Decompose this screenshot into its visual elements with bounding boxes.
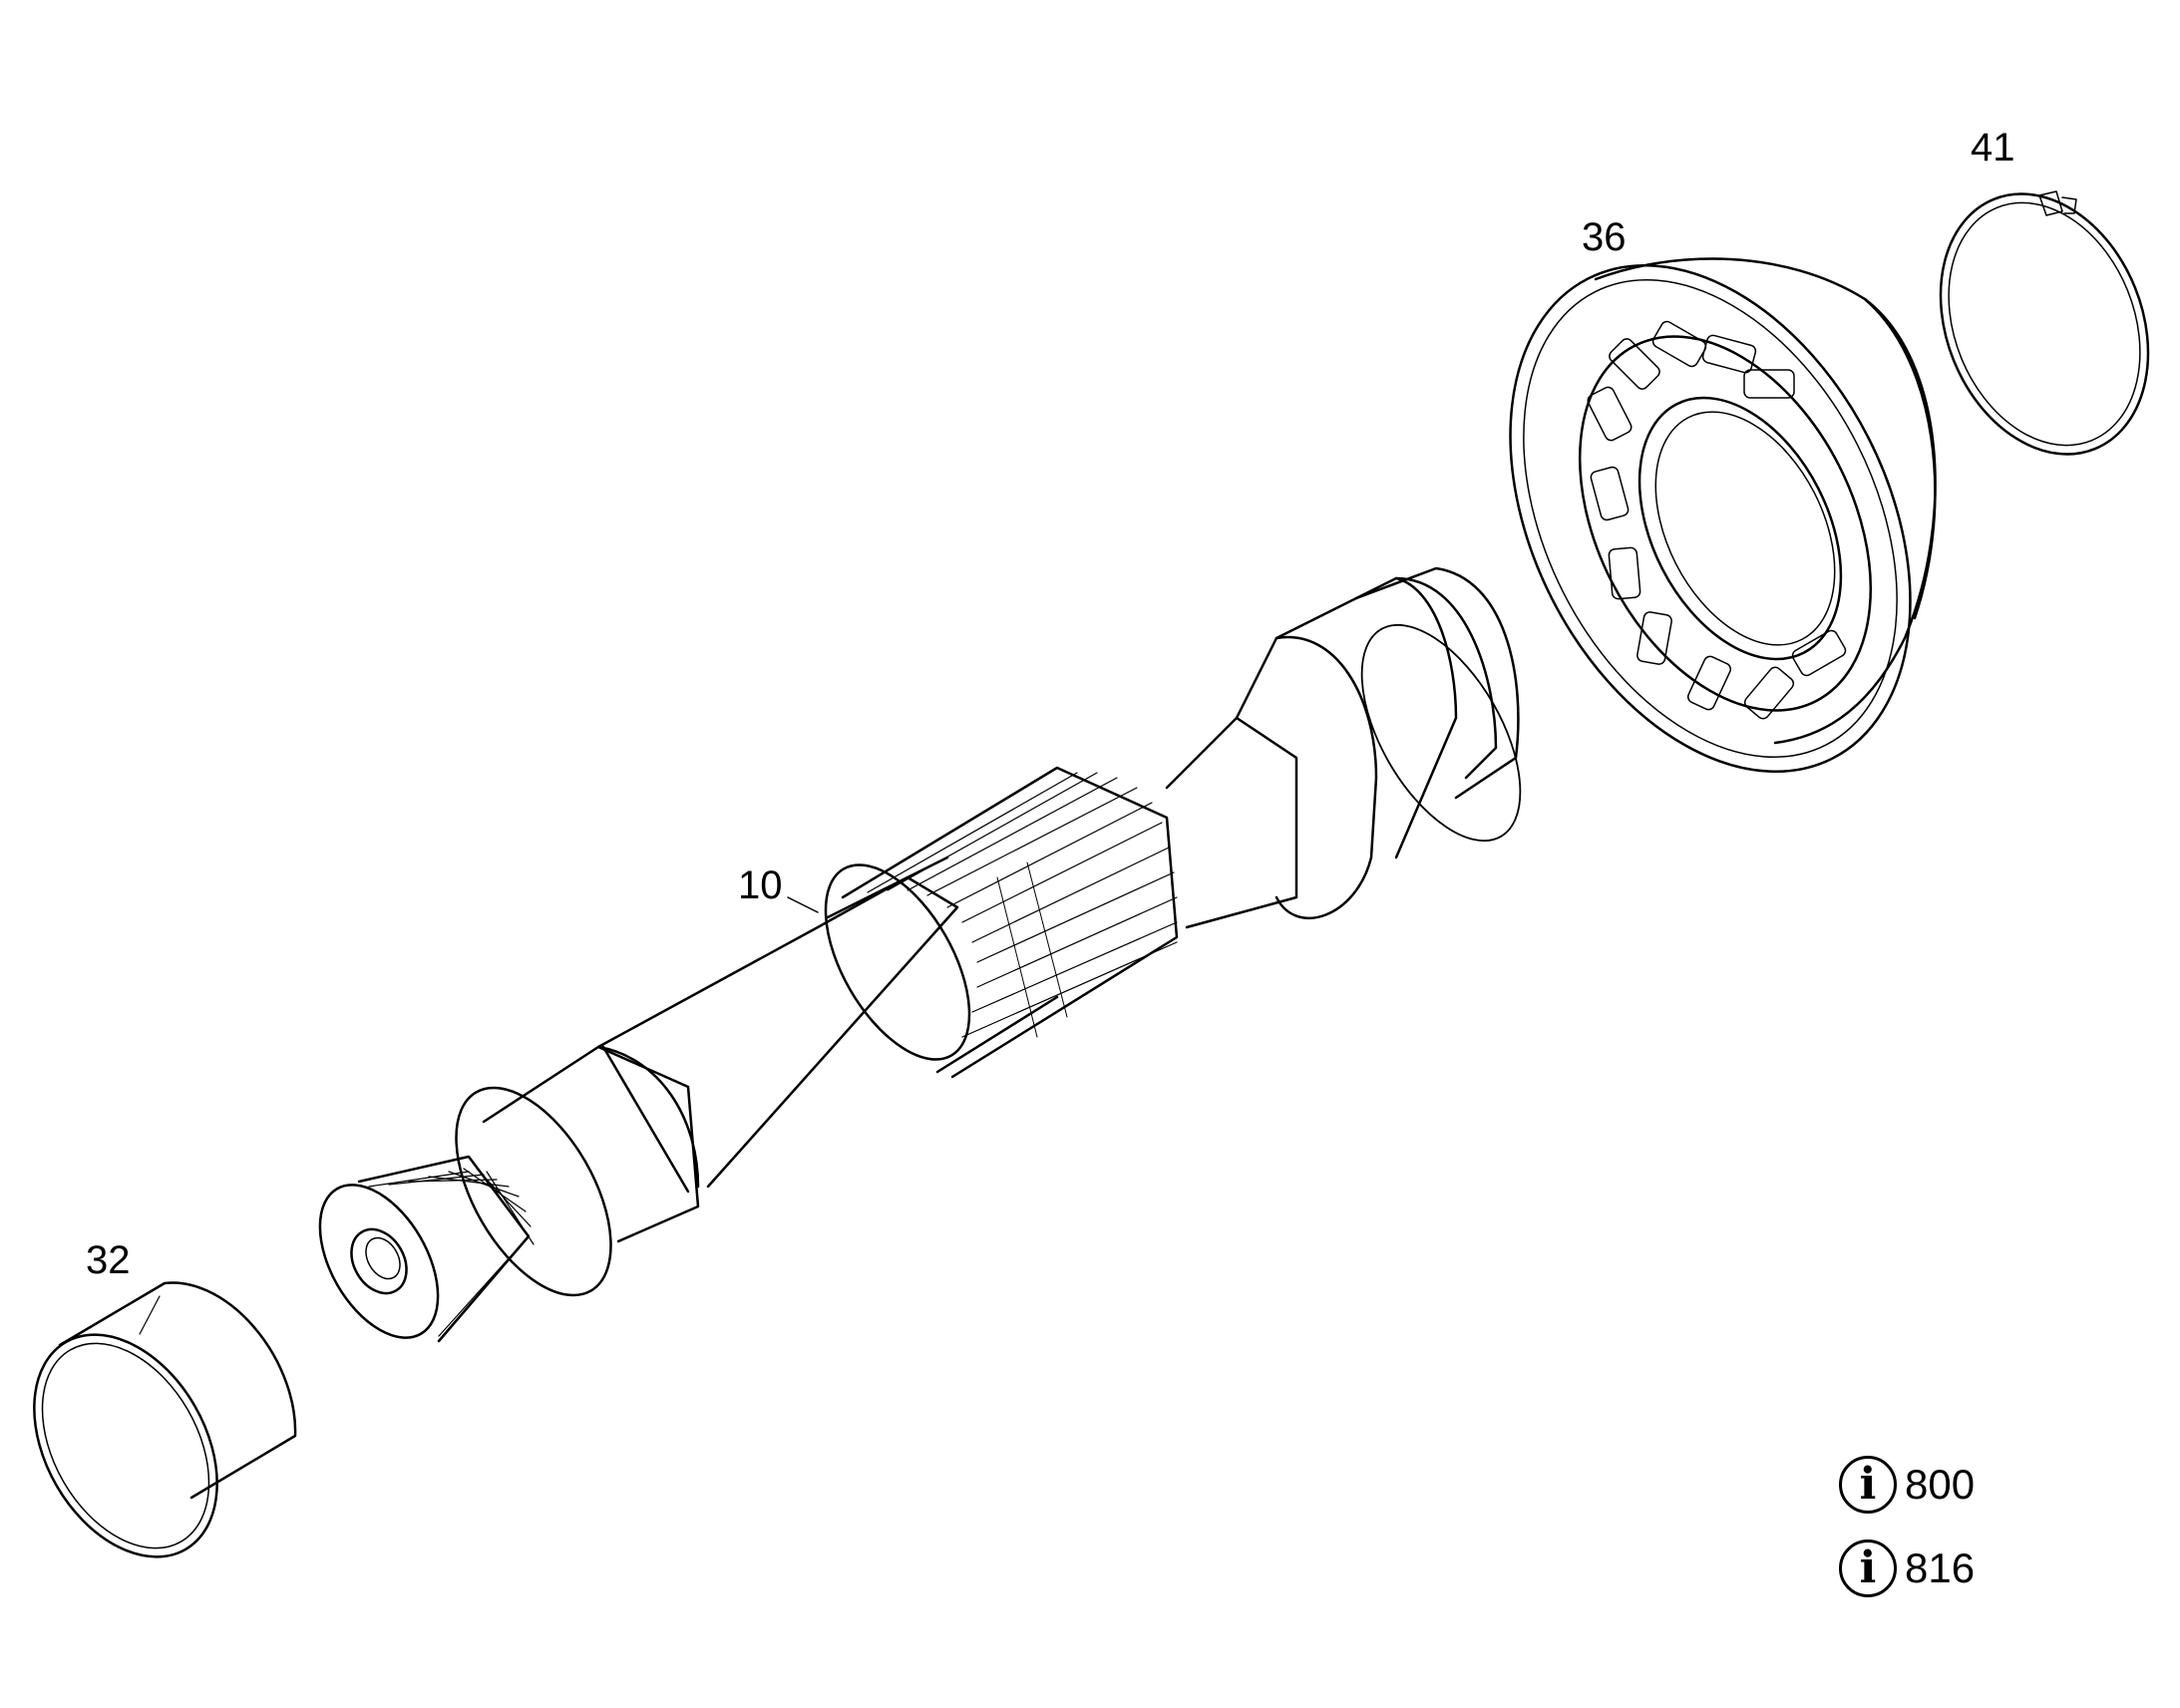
info-ref-816[interactable]: i 816 <box>1839 1539 1975 1597</box>
info-ref-label: 816 <box>1905 1544 1976 1591</box>
callout-41: 41 <box>1971 126 2015 170</box>
info-ref-800[interactable]: i 800 <box>1839 1456 1975 1514</box>
part-36-bearing <box>1509 257 1937 774</box>
callout-leaders <box>787 896 819 913</box>
callout-36: 36 <box>1582 215 1627 259</box>
info-icon: i <box>1839 1539 1897 1597</box>
callout-10: 10 <box>738 863 783 907</box>
callout-32: 32 <box>86 1238 131 1282</box>
info-icon: i <box>1839 1456 1897 1514</box>
part-32-sleeve <box>33 1281 297 1558</box>
part-10-shaft <box>318 566 1522 1343</box>
info-ref-label: 800 <box>1905 1461 1976 1508</box>
part-41-snap-ring <box>1939 190 2150 456</box>
